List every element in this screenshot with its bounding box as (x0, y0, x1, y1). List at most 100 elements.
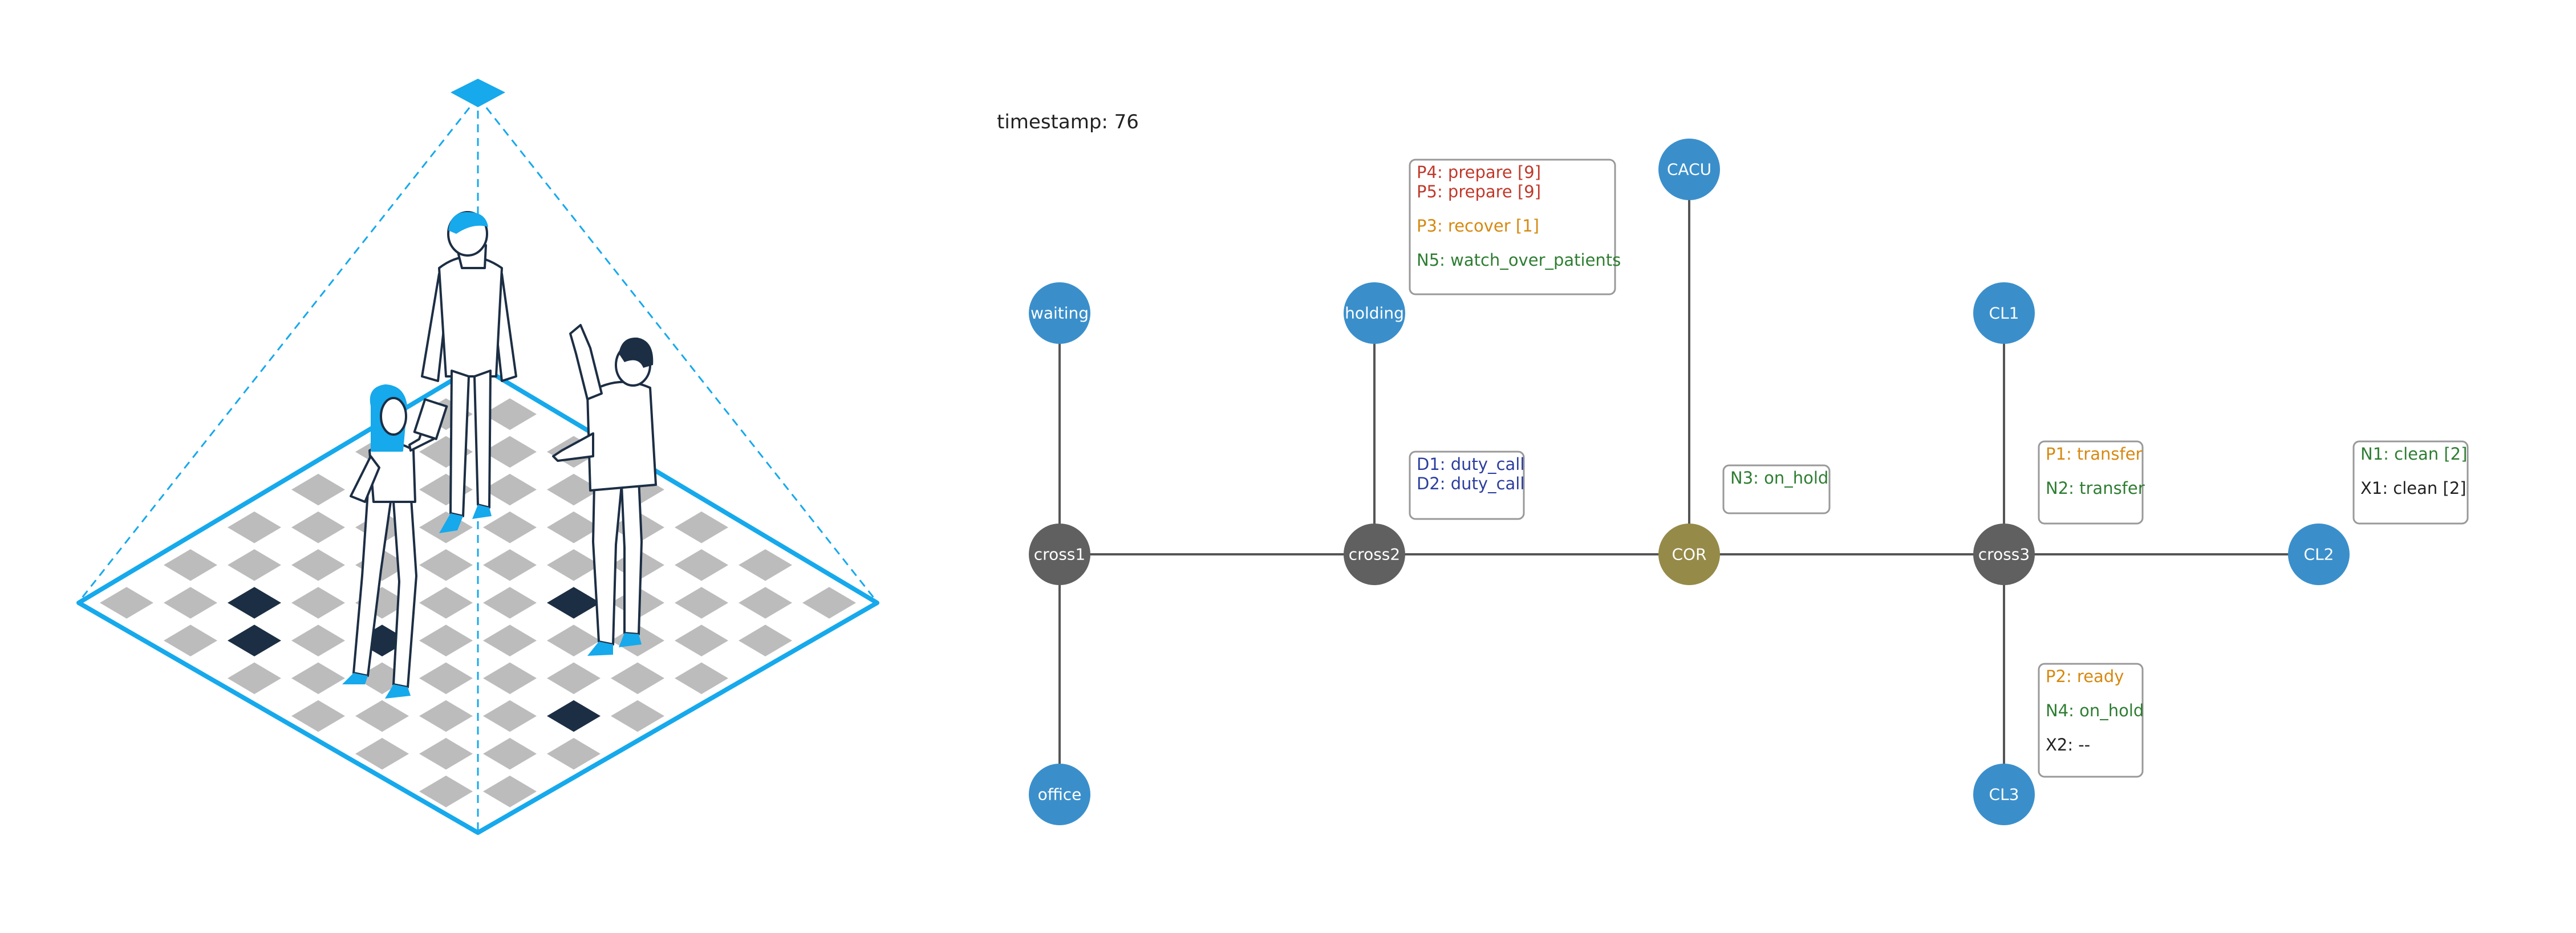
sensor-view-lines (79, 96, 877, 830)
floor-tile-dark (228, 587, 281, 619)
floor-tile (291, 662, 345, 695)
floor-tile (291, 473, 345, 506)
floor-tile (419, 662, 473, 695)
node-circle (1973, 524, 2035, 585)
status-line: X1: clean [2] (2360, 478, 2467, 498)
timestamp-label: timestamp: 76 (997, 111, 1139, 133)
floor-tile (164, 587, 217, 619)
status-line: N3: on_hold (1730, 468, 1828, 488)
node-cl1: CL1 (1973, 282, 2035, 344)
status-line: P2: ready (2046, 667, 2124, 686)
floor-tile (675, 511, 728, 543)
floor-panel (76, 363, 879, 835)
node-cl3: CL3 (1973, 764, 2035, 825)
status-line: N4: on_hold (2046, 701, 2144, 720)
floor-tile (483, 776, 537, 808)
floor-tile (611, 662, 664, 695)
status-boxes: P4: prepare [9]P5: prepare [9]P3: recove… (1409, 159, 2469, 778)
node-cl2: CL2 (2288, 524, 2350, 585)
status-line: P3: recover [1] (1417, 216, 1539, 236)
floor-tile (355, 737, 409, 770)
floor-tile (802, 587, 856, 619)
status-line: N2: transfer (2046, 478, 2145, 498)
floor-tile (675, 549, 728, 581)
floor-tile (483, 398, 537, 430)
status-line: D2: duty_call (1417, 474, 1524, 493)
floor-tile (675, 624, 728, 656)
floor-tile-dark (228, 624, 281, 656)
floor-tile (483, 700, 537, 732)
floor-tile (483, 511, 537, 543)
cor-box: N3: on_hold (1722, 464, 1831, 514)
floor-tile (547, 473, 601, 506)
floor-tile-dark (547, 700, 601, 732)
node-cross2: cross2 (1344, 524, 1405, 585)
status-line: N5: watch_over_patients (1417, 250, 1621, 270)
floor-tile (164, 549, 217, 581)
woman-with-tablet-figure (342, 384, 448, 699)
floor-tile (483, 549, 537, 581)
node-circle (2288, 524, 2350, 585)
floor-tile (739, 624, 792, 656)
status-box-frame (2038, 440, 2144, 525)
status-box-frame (2038, 663, 2144, 778)
node-waiting: waiting (1029, 282, 1090, 344)
floor-tile (675, 587, 728, 619)
floor-tile (100, 587, 153, 619)
floor-tile (547, 737, 601, 770)
node-cross3: cross3 (1973, 524, 2035, 585)
node-circle (1658, 139, 1720, 200)
floor-tile (483, 587, 537, 619)
node-label: cross2 (1349, 545, 1400, 564)
floor-tile (228, 511, 281, 543)
floor-tile (291, 587, 345, 619)
status-line: X2: -- (2046, 735, 2090, 754)
floor-tile (547, 549, 601, 581)
waving-man-figure (552, 324, 657, 656)
standing-man-figure (421, 211, 517, 533)
node-circle (1973, 282, 2035, 344)
floor-tile (228, 549, 281, 581)
floor-tile-dark (547, 587, 601, 619)
node-label: cross3 (1978, 545, 2030, 564)
floor-tile (739, 587, 792, 619)
status-box-frame (1409, 451, 1525, 520)
floor-tile (419, 776, 473, 808)
node-label: office (1038, 785, 1082, 804)
floor-tile (611, 700, 664, 732)
floor-tile (419, 700, 473, 732)
floor-tile (483, 662, 537, 695)
floor-tile (547, 511, 601, 543)
node-circle (1029, 524, 1090, 585)
status-box-frame (1722, 464, 1831, 514)
floor-tile (739, 549, 792, 581)
node-label: CACU (1667, 160, 1711, 179)
node-label: CL2 (2304, 545, 2334, 564)
floor-tile (419, 549, 473, 581)
floor-tile (164, 624, 217, 656)
node-cross1: cross1 (1029, 524, 1090, 585)
status-box-frame (2352, 440, 2469, 525)
status-line: P1: transfer (2046, 444, 2143, 464)
floor-tile (675, 662, 728, 695)
isometric-room-illustration (76, 79, 879, 835)
node-label: COR (1672, 545, 1706, 564)
cl2-box: N1: clean [2]X1: clean [2] (2352, 440, 2469, 525)
node-circle (1344, 282, 1405, 344)
floor-tile (291, 511, 345, 543)
node-label: CL1 (1989, 304, 2019, 323)
node-cacu: CACU (1658, 139, 1720, 200)
node-cor: COR (1658, 524, 1720, 585)
floor-tile (355, 700, 409, 732)
floor-tile (419, 737, 473, 770)
floor-tile (547, 662, 601, 695)
status-line: P5: prepare [9] (1417, 182, 1541, 201)
floor-tile (291, 624, 345, 656)
node-label: CL3 (1989, 785, 2019, 804)
node-holding: holding (1344, 282, 1405, 344)
node-label: cross1 (1034, 545, 1085, 564)
node-label: waiting (1031, 304, 1089, 323)
